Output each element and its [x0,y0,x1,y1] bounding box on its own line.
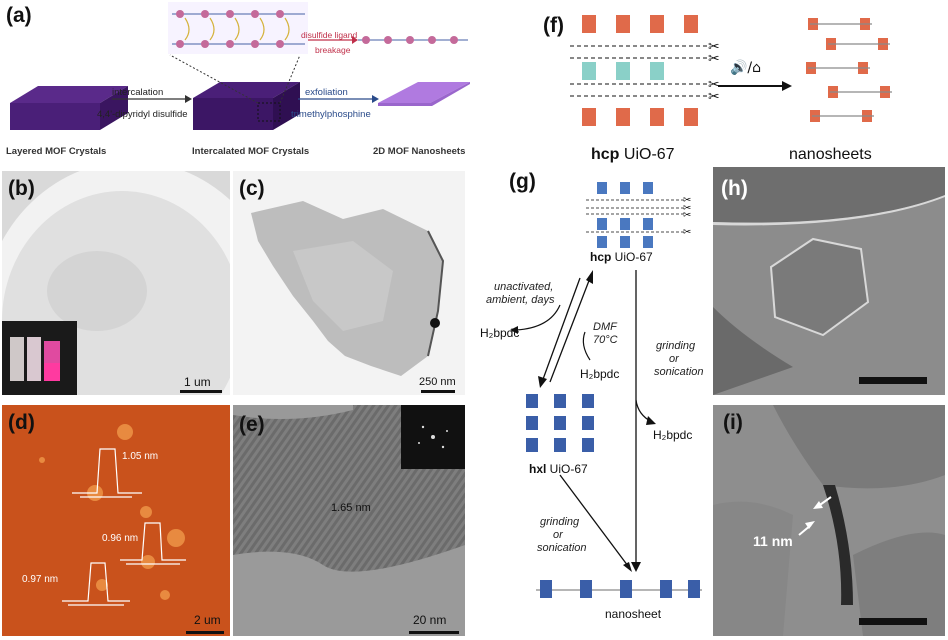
panel-g-letter: (g) [509,170,536,193]
panel-g-schematic: ✂✂✂✂ [510,182,702,598]
thickness-label: 11 nm [753,533,793,549]
h2bpdc-right: H₂bpdc [653,428,693,442]
panel-e-scale-bar [409,631,459,634]
grind-right-line1: grinding [656,340,696,352]
svg-text:✂: ✂ [683,203,691,214]
svg-text:✂: ✂ [708,51,720,67]
arrow1-top-label: intercalation [112,87,164,98]
h2bpdc-mid: H₂bpdc [580,367,620,381]
panel-e-letter: (e) [239,413,265,436]
hxl-rest: UiO-67 [546,462,588,476]
panel-b-letter: (b) [8,177,35,200]
nanosheets-label: 2D MOF Nanosheets [373,146,466,157]
panel-f-schematic: ✂✂ ✂✂ 🔊/⌂ [570,15,892,126]
svg-text:✂: ✂ [708,39,720,55]
grind-left-line2: or [553,529,563,541]
panel-d-letter: (d) [8,411,35,434]
panel-c-scale-bar [421,390,455,393]
h2bpdc-left: H₂bpdc [480,326,520,340]
panel-f-left-rest: UiO-67 [619,146,675,163]
panel-f-right-label: nanosheets [789,146,872,163]
panel-c-letter: (c) [239,177,265,200]
panel-h-letter: (h) [721,177,748,200]
nanosheet-label: nanosheet [605,607,662,621]
grind-left-line1: grinding [540,516,580,528]
arrow2-bottom-label: trimethylphosphine [291,109,371,120]
panel-a-schematic [10,2,470,130]
panel-b-scale-bar [180,390,222,393]
hxl-bold: hxl [529,462,547,476]
panel-e-scale-label: 20 nm [413,613,447,627]
panel-b-tem-image: (b) 1 um [2,171,230,395]
svg-text:✂: ✂ [708,89,720,105]
svg-text:✂: ✂ [683,227,691,238]
panel-i-scale-bar [859,618,927,625]
panel-e-hrtem-image: (e) 1.65 nm 20 nm [233,405,465,636]
svg-text:✂: ✂ [708,77,720,93]
panel-d-scale-label: 2 um [194,613,221,627]
thickness-arrows [798,496,832,536]
height-label-2: 0.96 nm [102,533,139,544]
arrow1-bottom-label: 4,4'-dipyridyl disulfide [97,109,188,120]
grind-right-line3: sonication [654,366,704,378]
hcp-label: hcp UiO-67 [590,250,653,264]
panel-c-scale-label: 250 nm [419,376,456,388]
panel-b-scale-label: 1 um [184,375,211,389]
lattice-spacing-label: 1.65 nm [331,502,371,514]
panel-f-left-bold: hcp [591,146,620,163]
breakage-label-line2: breakage [315,45,351,55]
dmf-line1: DMF [593,321,617,333]
hcp-rest: UiO-67 [611,250,653,264]
layered-mof-label: Layered MOF Crystals [6,146,107,157]
panel-f-left-label: hcp UiO-67 [591,146,675,164]
svg-text:🔊/⌂: 🔊/⌂ [730,58,761,76]
hcp-bold: hcp [590,250,612,264]
hxl-label: hxl UiO-67 [529,462,588,476]
panel-i-tem-image: (i) 11 nm [713,405,945,636]
svg-text:✂: ✂ [683,195,691,206]
panel-i-letter: (i) [723,411,743,434]
unactivated-line2: ambient, days [486,294,555,306]
grind-left-line3: sonication [537,542,587,554]
svg-text:✂: ✂ [683,210,691,221]
panel-a-letter: (a) [6,4,32,27]
arrow2-top-label: exfoliation [305,87,348,98]
panel-c-tem-image: (c) 250 nm [233,171,465,395]
panel-d-scale-bar [186,631,224,634]
grind-right-line2: or [669,353,679,365]
panel-d-afm-image: (d) 1.05 nm 0.96 nm 0.97 nm 2 um [2,405,230,636]
panel-f-letter: (f) [543,14,564,37]
intercalated-mof-label: Intercalated MOF Crystals [192,146,310,157]
panel-h-scale-bar [859,377,927,384]
breakage-label-line1: disulfide ligand [301,30,358,40]
unactivated-line1: unactivated, [494,281,554,293]
panel-h-sem-image: (h) [713,167,945,395]
height-label-1: 1.05 nm [122,451,159,462]
height-label-3: 0.97 nm [22,574,59,585]
dmf-line2: 70°C [593,334,618,346]
